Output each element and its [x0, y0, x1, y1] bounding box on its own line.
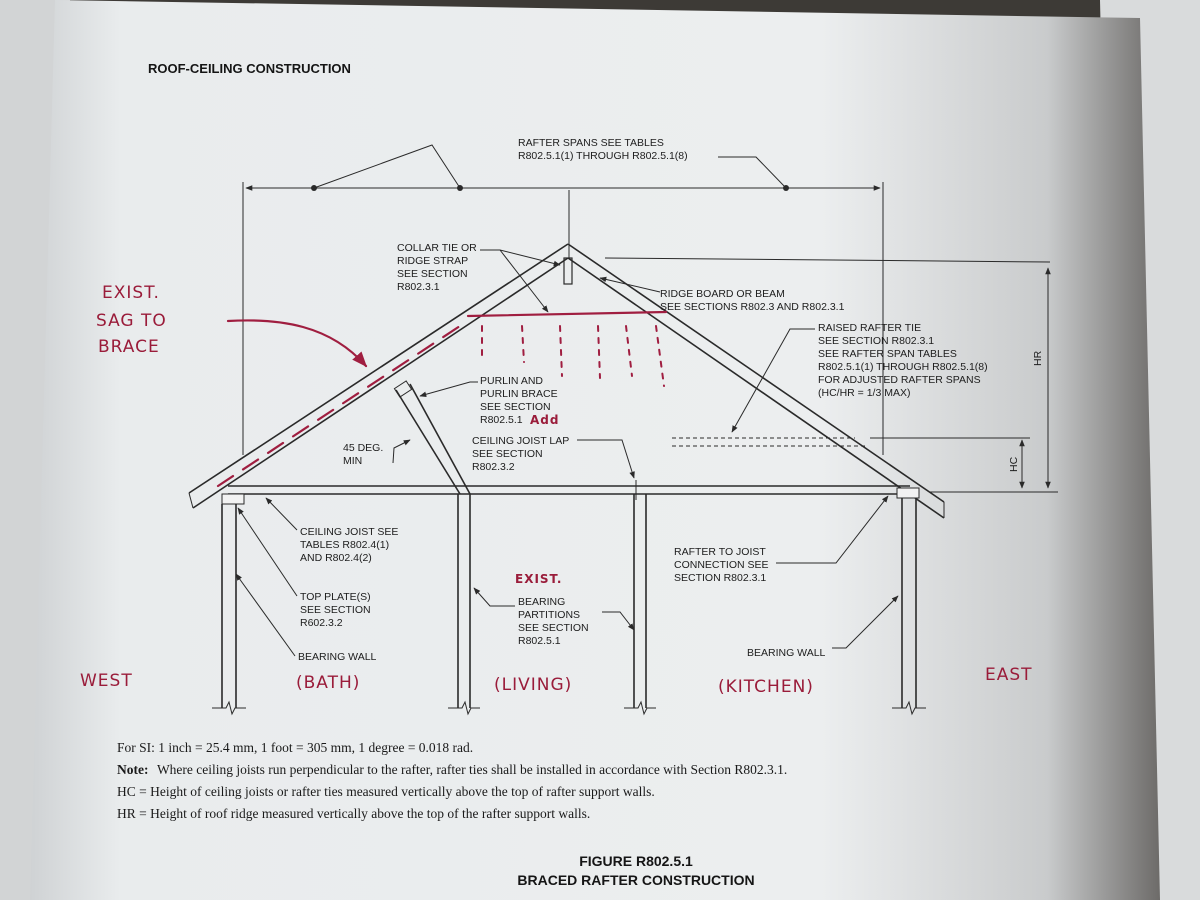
right-rafter-bottom: [567, 257, 945, 519]
degree-label: 45 DEG. MIN: [343, 442, 386, 467]
left-rafter-top: [188, 243, 569, 494]
living-label: (LIVING): [494, 675, 572, 695]
top-plate-left: [221, 493, 245, 505]
bath-label: (BATH): [296, 673, 360, 693]
sag-arrow: [226, 319, 368, 368]
right-rafter-top: [567, 243, 945, 503]
collar-tie-label: COLLAR TIE OR RIDGE STRAP SEE SECTION R8…: [397, 242, 480, 293]
si-conversion-note: For SI: 1 inch = 25.4 mm, 1 foot = 305 m…: [117, 740, 473, 755]
ridge-board: [563, 257, 573, 285]
rafter-spans-label: RAFTER SPANS SEE TABLES R802.5.1(1) THRO…: [518, 137, 688, 162]
left-rafter-bottom: [192, 257, 569, 509]
exist-note: EXIST.: [515, 572, 562, 586]
bearing-partitions-label: BEARING PARTITIONS SEE SECTION R802.5.1: [518, 596, 592, 647]
roof-structure: [188, 243, 945, 716]
paper-page: [30, 0, 1160, 900]
ceiling-joist-label: CEILING JOIST SEE TABLES R802.4(1) AND R…: [300, 526, 401, 564]
kitchen-label: (KITCHEN): [718, 677, 814, 697]
sag-markup-line: [216, 320, 468, 488]
page-title: ROOF-CEILING CONSTRUCTION: [148, 61, 351, 76]
brace-markup-line: [466, 310, 668, 318]
bearing-wall-left-label: BEARING WALL: [298, 651, 377, 663]
top-plate-right: [896, 487, 920, 499]
purlin: [393, 380, 413, 398]
hc-label: HC: [1008, 456, 1020, 472]
figure-title: BRACED RAFTER CONSTRUCTION: [517, 872, 754, 888]
height-dimensions: HR HC: [604, 257, 1058, 493]
raised-rafter-tie-label: RAISED RAFTER TIE SEE SECTION R802.3.1 S…: [818, 322, 991, 399]
west-label: WEST: [80, 671, 133, 691]
hr-label: HR: [1032, 350, 1044, 366]
rafter-joist-connection-label: RAFTER TO JOIST CONNECTION SEE SECTION R…: [674, 546, 771, 584]
bearing-wall-right-label: BEARING WALL: [747, 647, 826, 659]
purlin-label: PURLIN AND PURLIN BRACE SEE SECTION R802…: [480, 375, 561, 426]
footnotes: For SI: 1 inch = 25.4 mm, 1 foot = 305 m…: [117, 740, 787, 821]
ridge-board-label: RIDGE BOARD OR BEAM SEE SECTIONS R802.3 …: [660, 288, 845, 313]
figure-number: FIGURE R802.5.1: [579, 853, 693, 869]
span-dimension: [242, 144, 884, 455]
east-label: EAST: [985, 665, 1033, 685]
add-note: Add: [530, 413, 559, 427]
hr-definition: HR = Height of roof ridge measured verti…: [117, 806, 590, 821]
ceiling-joist-lap-label: CEILING JOIST LAP SEE SECTION R802.3.2: [472, 435, 572, 473]
top-plate-label: TOP PLATE(S) SEE SECTION R602.3.2: [300, 591, 374, 629]
purlin-brace: [395, 389, 461, 495]
note-line: Note: Where ceiling joists run perpendic…: [117, 761, 787, 778]
hand-annotations: EXIST. SAG TO BRACE Add EXIST. WEST EAST…: [80, 283, 1033, 697]
leader-lines: [235, 249, 899, 657]
exist-sag-note: EXIST. SAG TO BRACE: [96, 283, 173, 357]
printed-labels: RAFTER SPANS SEE TABLES R802.5.1(1) THRO…: [298, 137, 991, 663]
hc-definition: HC = Height of ceiling joists or rafter …: [117, 784, 655, 799]
